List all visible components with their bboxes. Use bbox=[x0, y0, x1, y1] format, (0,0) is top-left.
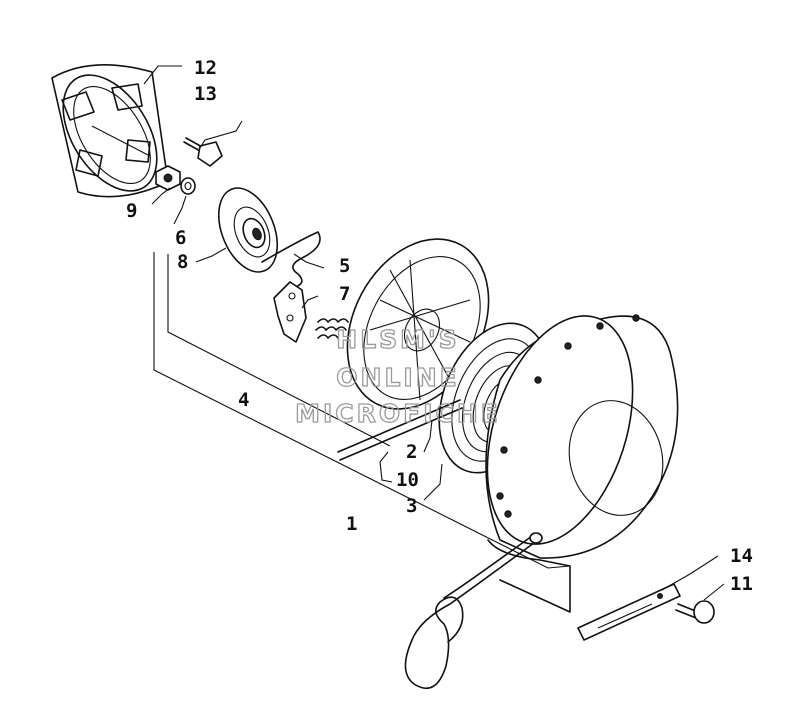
callout-12: 12 bbox=[194, 57, 217, 79]
return-spring-part-5 bbox=[261, 231, 321, 289]
callout-14: 14 bbox=[730, 545, 753, 567]
callout-13: 13 bbox=[194, 83, 217, 105]
starter-housing-part-1 bbox=[485, 314, 679, 613]
callout-7: 7 bbox=[339, 283, 350, 305]
leader-lines bbox=[143, 65, 725, 601]
ratchet-spring-part-7 bbox=[315, 318, 349, 339]
callout-5: 5 bbox=[339, 255, 350, 277]
friction-plate-part-8 bbox=[217, 187, 279, 273]
callout-labels: 12 13 9 6 8 5 7 4 2 10 3 1 14 11 bbox=[126, 57, 753, 595]
watermark-line-3: MICROFICHE bbox=[295, 399, 501, 428]
washer-part-6 bbox=[180, 177, 196, 195]
handle-plate-part-14 bbox=[577, 583, 681, 641]
watermark-line-2: ONLINE bbox=[336, 363, 459, 392]
starter-rope-part-4 bbox=[337, 399, 543, 689]
callout-8: 8 bbox=[177, 251, 188, 273]
starter-cup-part-12 bbox=[51, 64, 169, 198]
callout-2: 2 bbox=[406, 441, 417, 463]
callout-10: 10 bbox=[396, 469, 419, 491]
watermark-line-1: HLSM'S bbox=[336, 325, 459, 354]
screw-part-11 bbox=[675, 600, 715, 624]
callout-4: 4 bbox=[238, 389, 249, 411]
callout-3: 3 bbox=[406, 495, 417, 517]
nut-part-9 bbox=[155, 165, 181, 191]
callout-11: 11 bbox=[730, 573, 753, 595]
callout-9: 9 bbox=[126, 200, 137, 222]
callout-1: 1 bbox=[346, 513, 357, 535]
ratchet-pawl bbox=[273, 281, 307, 343]
watermark: HLSM'S ONLINE MICROFICHE bbox=[294, 324, 501, 428]
callout-6: 6 bbox=[175, 227, 186, 249]
